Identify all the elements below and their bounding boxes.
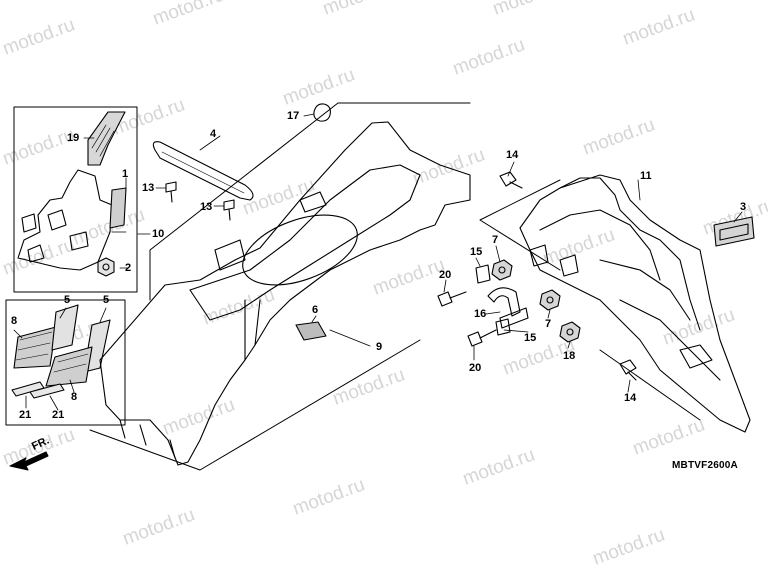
callout-19: 19 <box>67 132 80 144</box>
callout-17: 17 <box>287 110 300 122</box>
part-8-seal-right <box>45 346 93 387</box>
callout-2: 2 <box>125 262 132 274</box>
callout-10: 10 <box>152 228 165 240</box>
part-14-bolt-bottom <box>619 359 637 381</box>
part-9-inner-fender <box>99 121 471 466</box>
part-11-rear-fender <box>519 174 751 433</box>
callout-15-b: 15 <box>524 332 537 344</box>
part-20-bolt-b <box>467 329 497 347</box>
part-4-band <box>152 141 254 201</box>
callout-20-a: 20 <box>439 269 452 281</box>
callout-9: 9 <box>376 341 383 353</box>
part-6-pad <box>295 321 327 341</box>
group-frame-10 <box>13 106 138 293</box>
part-2-nut <box>97 257 115 277</box>
callout-21-b: 21 <box>52 409 65 421</box>
callout-18: 18 <box>563 350 576 362</box>
part-14-bolt-top <box>499 171 523 189</box>
callout-13-b: 13 <box>200 201 213 213</box>
part-7-nut-a <box>491 259 513 281</box>
callout-13-a: 13 <box>142 182 155 194</box>
group-frame-11 <box>479 179 701 421</box>
part-20-bolt-a <box>437 291 467 307</box>
group-frame-5-8-21 <box>5 299 126 426</box>
callout-7-a: 7 <box>492 234 499 246</box>
leader-lines <box>13 113 743 411</box>
callout-8-b: 8 <box>71 391 78 403</box>
part-1-plate <box>109 187 127 229</box>
callout-5-a: 5 <box>64 294 71 306</box>
callout-6: 6 <box>312 304 319 316</box>
part-17-clip <box>313 103 331 122</box>
part-10-tool-tray <box>17 169 113 271</box>
callout-5-b: 5 <box>103 294 110 306</box>
part-15-collar-a <box>475 264 491 284</box>
part-21-tape <box>11 381 65 399</box>
part-18-nut <box>559 321 581 343</box>
callout-11: 11 <box>640 170 652 182</box>
callout-16: 16 <box>474 308 487 320</box>
callout-14-top: 14 <box>506 149 519 161</box>
diagram-code: MBTVF2600A <box>672 460 738 471</box>
callout-15-a: 15 <box>470 246 483 258</box>
part-7-nut-b <box>539 289 561 311</box>
front-arrow-icon <box>9 451 49 471</box>
part-15-collar-b <box>495 318 511 336</box>
callout-20-b: 20 <box>469 362 482 374</box>
part-16-clamp <box>487 287 529 329</box>
callout-4: 4 <box>210 128 217 140</box>
part-19-rubber-band <box>87 111 126 166</box>
callout-3: 3 <box>740 201 747 213</box>
callout-21-a: 21 <box>19 409 32 421</box>
part-8-seal-left <box>13 326 57 369</box>
part-13-screw-b <box>223 199 235 221</box>
callout-7-b: 7 <box>545 318 552 330</box>
group-frame-9 <box>89 102 471 471</box>
callout-1: 1 <box>122 168 129 180</box>
part-3-reflector <box>713 216 755 247</box>
part-5-strip-left <box>51 304 79 351</box>
callout-14-bottom: 14 <box>624 392 637 404</box>
callout-8-a: 8 <box>11 315 18 327</box>
part-13-screw-a <box>165 181 177 203</box>
